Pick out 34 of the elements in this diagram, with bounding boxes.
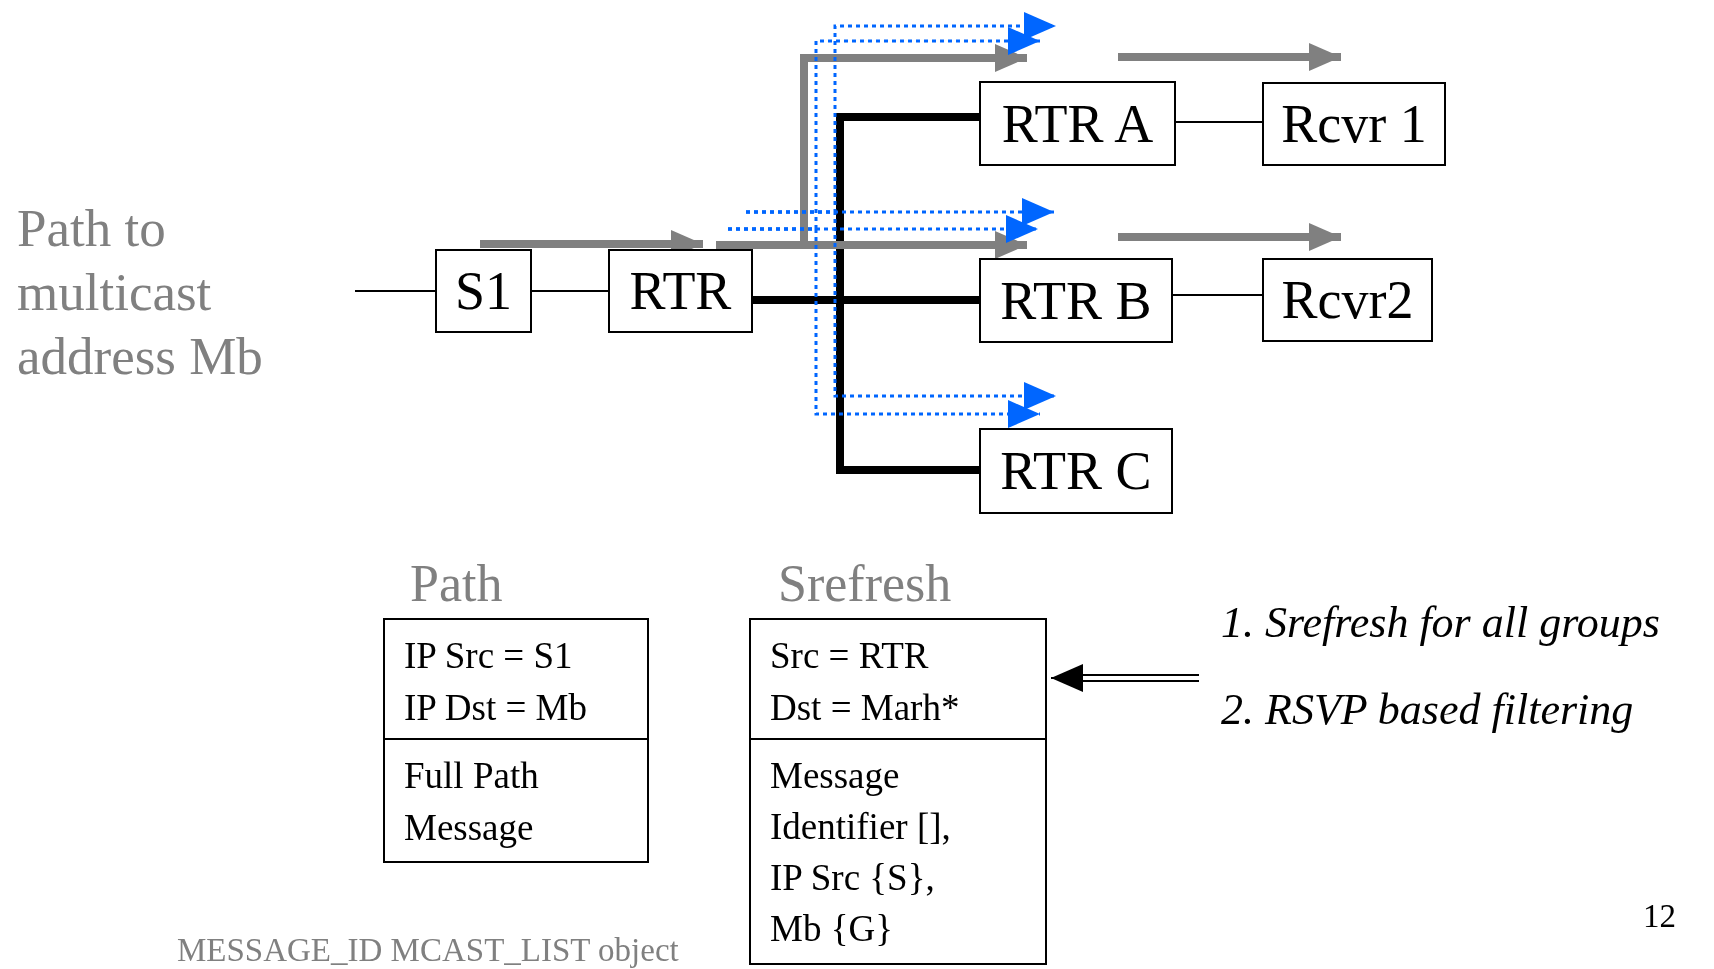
connector-line xyxy=(531,290,609,292)
node-box xyxy=(608,249,753,333)
node-box xyxy=(979,258,1173,343)
connector-line xyxy=(354,290,436,292)
arrow xyxy=(728,227,1040,428)
page-number: 12 xyxy=(1643,898,1676,934)
side-note: Path to multicast address Mb xyxy=(17,198,264,387)
node-box xyxy=(1262,82,1446,166)
field-text: Full Path Message xyxy=(404,754,540,850)
list-item: 1. Srefresh for all groups xyxy=(1221,597,1660,649)
field-text: IP Src = S1 IP Dst = Mb xyxy=(404,634,588,730)
table-compartment xyxy=(749,738,1047,965)
arrow xyxy=(746,210,1056,410)
table-heading: Srefresh xyxy=(778,554,952,614)
node-label: RTR C xyxy=(1000,444,1152,498)
table-heading: Path xyxy=(410,554,503,614)
node-box xyxy=(435,249,532,333)
node-label: S1 xyxy=(454,264,512,318)
node-box xyxy=(979,428,1173,514)
list-item: 2. RSVP based filtering xyxy=(1221,684,1634,736)
connector-line xyxy=(1175,121,1263,123)
node-box xyxy=(1262,258,1433,342)
node-label: RTR xyxy=(629,264,732,318)
node-box xyxy=(979,81,1176,166)
field-text: Message Identifier [], IP Src {S}, Mb {G} xyxy=(770,754,952,951)
node-label: RTR B xyxy=(1000,273,1152,328)
node-label: Rcvr2 xyxy=(1281,273,1414,327)
connector-line xyxy=(1172,294,1263,296)
arrow xyxy=(1050,664,1200,692)
field-text: Src = RTR Dst = Marh* xyxy=(770,634,961,730)
footnote: MESSAGE_ID MCAST_LIST object xyxy=(177,932,679,968)
node-label: Rcvr 1 xyxy=(1281,97,1427,151)
node-label: RTR A xyxy=(1001,96,1154,151)
table-compartment xyxy=(383,738,649,863)
